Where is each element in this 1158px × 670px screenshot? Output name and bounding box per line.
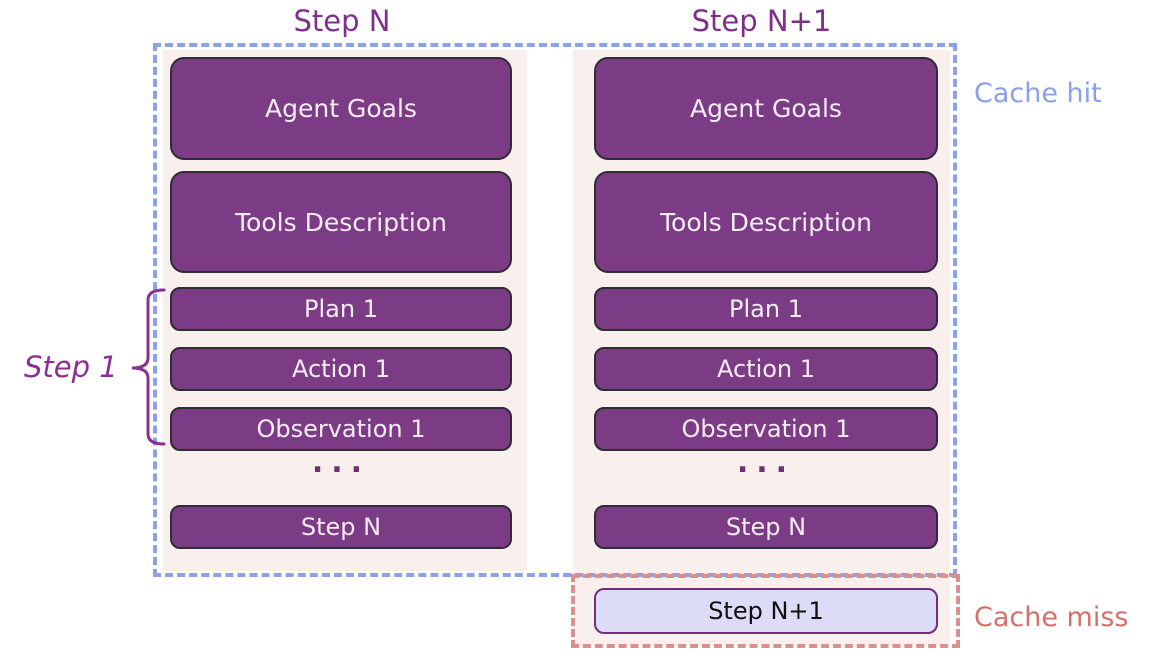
- cache-hit-label: Cache hit: [974, 78, 1102, 109]
- box-step-n: Step N: [594, 505, 938, 549]
- box-agent-goals: Agent Goals: [594, 57, 938, 160]
- box-step-n-plus-1: Step N+1: [594, 588, 938, 634]
- step-1-label: Step 1: [24, 350, 118, 384]
- box-observation-1: Observation 1: [594, 407, 938, 451]
- ellipsis: ...: [736, 445, 796, 480]
- box-action-1: Action 1: [594, 347, 938, 391]
- box-tools-description: Tools Description: [170, 171, 512, 273]
- box-step-n: Step N: [170, 505, 512, 549]
- box-observation-1: Observation 1: [170, 407, 512, 451]
- cache-hit-region: [153, 43, 957, 577]
- ellipsis: ...: [311, 445, 371, 480]
- column-title-step-n: Step N: [293, 4, 391, 38]
- curly-brace-icon: [131, 288, 166, 446]
- cache-miss-label: Cache miss: [974, 602, 1129, 633]
- box-tools-description: Tools Description: [594, 171, 938, 273]
- box-plan-1: Plan 1: [170, 287, 512, 331]
- column-title-step-n1: Step N+1: [691, 4, 832, 38]
- box-agent-goals: Agent Goals: [170, 57, 512, 160]
- cache-miss-region: [571, 574, 960, 648]
- box-plan-1: Plan 1: [594, 287, 938, 331]
- box-action-1: Action 1: [170, 347, 512, 391]
